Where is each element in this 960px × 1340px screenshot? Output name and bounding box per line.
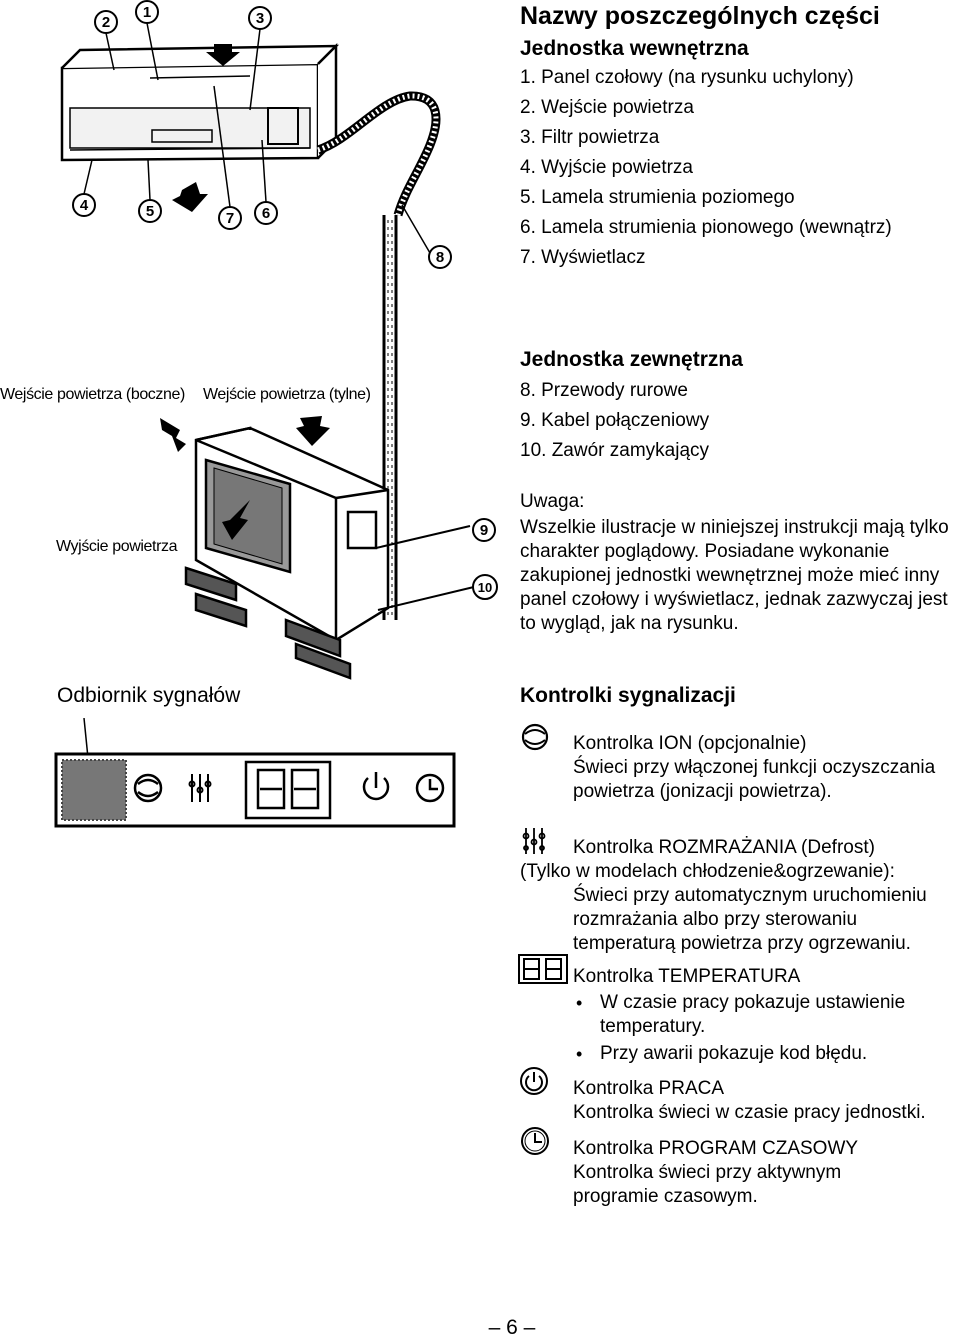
indoor-item-3: 3. Filtr powietrza [520, 127, 660, 148]
arrow-air-in-back [296, 416, 330, 446]
svg-text:9: 9 [480, 522, 488, 539]
note-label: Uwaga: [520, 491, 585, 512]
arrow-air-in-side [160, 418, 186, 452]
panel-ion-icon [133, 773, 163, 803]
temperature-bullet-1: •W czasie pracy pokazuje ustawienie temp… [576, 992, 906, 1037]
power-indicator: Kontrolka PRACA Kontrolka świeci w czasi… [573, 1077, 960, 1125]
callout-leaders [83, 22, 431, 254]
svg-text:10: 10 [478, 580, 492, 595]
arrow-air-in-top [206, 44, 240, 66]
indoor-item-4: 4. Wyjście powietrza [520, 157, 693, 178]
svg-text:5: 5 [146, 203, 154, 220]
outdoor-parts-list: 8. Przewody rurowe 9. Kabel połączeniowy… [520, 376, 950, 466]
panel-clock-icon [415, 773, 445, 803]
svg-text:7: 7 [226, 210, 234, 227]
panel-power-icon [362, 772, 390, 801]
arrow-air-out-front [222, 500, 250, 540]
arrow-air-out-bottom [172, 182, 208, 212]
ion-icon [521, 723, 549, 751]
ion-title: Kontrolka ION (opcjonalnie) [573, 733, 807, 754]
callout-6: 6 [254, 201, 278, 225]
svg-text:8: 8 [436, 249, 444, 266]
timer-desc: Kontrolka świeci przy aktywnym programie… [573, 1162, 842, 1207]
label-receiver: Odbiornik sygnałów [57, 684, 241, 707]
callout-10: 10 [472, 574, 498, 600]
label-outlet: Wyjście powietrza [56, 538, 178, 555]
callout-8: 8 [428, 245, 452, 269]
temperature-bullets: •W czasie pracy pokazuje ustawienie temp… [576, 991, 950, 1066]
display-panel [54, 718, 456, 828]
svg-text:2: 2 [102, 14, 110, 31]
defrost-icon [522, 828, 546, 854]
indoor-item-1: 1. Panel czołowy (na rysunku uchylony) [520, 67, 854, 88]
indicators-heading: Kontrolki sygnalizacji [520, 684, 736, 707]
callout-2: 2 [94, 10, 118, 34]
clock-icon [521, 1127, 549, 1155]
callout-3: 3 [248, 6, 272, 30]
svg-text:4: 4 [80, 197, 89, 214]
page-title: Nazwy poszczególnych części [520, 2, 880, 30]
ion-indicator: Kontrolka ION (opcjonalnie) Świeci przy … [573, 732, 953, 804]
indoor-item-5: 5. Lamela strumienia poziomego [520, 187, 795, 208]
callout-7: 7 [218, 206, 242, 230]
indoor-item-6: 6. Lamela strumienia pionowego (wewnątrz… [520, 217, 892, 238]
outdoor-item-8: 8. Przewody rurowe [520, 380, 688, 401]
timer-indicator: Kontrolka PROGRAM CZASOWY Kontrolka świe… [573, 1137, 893, 1209]
page-number: – 6 – [488, 1316, 536, 1339]
svg-text:6: 6 [262, 205, 270, 222]
outdoor-unit-drawing [184, 426, 479, 680]
panel-defrost-icon [188, 774, 212, 802]
outdoor-item-9: 9. Kabel połączeniowy [520, 410, 710, 431]
callout-4: 4 [72, 193, 96, 217]
power-title: Kontrolka PRACA [573, 1078, 725, 1099]
indoor-parts-list: 1. Panel czołowy (na rysunku uchylony) 2… [520, 63, 950, 273]
panel-temperature-digits [244, 760, 332, 820]
indoor-item-7: 7. Wyświetlacz [520, 247, 646, 268]
temperature-bullet-2: •Przy awarii pokazuje kod błędu. [576, 1043, 868, 1064]
indoor-unit-drawing [60, 42, 340, 162]
note-text: Wszelkie ilustracje w niniejszej instruk… [520, 517, 949, 634]
note: Uwaga: Wszelkie ilustracje w niniejszej … [520, 490, 950, 636]
timer-title: Kontrolka PROGRAM CZASOWY [573, 1138, 859, 1159]
units-diagram: 1 2 3 4 5 6 7 8 9 10 [60, 0, 498, 680]
outdoor-heading: Jednostka zewnętrzna [520, 348, 743, 371]
ion-desc: Świeci przy włączonej funkcji oczyszczan… [573, 757, 936, 802]
callout-5: 5 [138, 199, 162, 223]
defrost-title: Kontrolka ROZMRAŻANIA (Defrost) [573, 837, 875, 858]
temperature-title: Kontrolka TEMPERATURA [573, 966, 801, 987]
svg-text:3: 3 [256, 10, 264, 27]
defrost-subtitle: (Tylko w modelach chłodzenie&ogrzewanie)… [520, 861, 895, 882]
outdoor-item-10: 10. Zawór zamykający [520, 440, 710, 461]
label-inlet-back: Wejście powietrza (tylne) [203, 386, 371, 403]
power-desc: Kontrolka świeci w czasie pracy jednostk… [573, 1102, 926, 1123]
seven-segment-icon [518, 954, 568, 984]
indoor-item-2: 2. Wejście powietrza [520, 97, 694, 118]
indoor-heading: Jednostka wewnętrzna [520, 37, 749, 60]
callout-1: 1 [135, 0, 159, 24]
label-inlet-side: Wejście powietrza (boczne) [0, 386, 185, 403]
defrost-desc: Świeci przy automatycznym uruchomieniu r… [573, 885, 927, 954]
power-icon [520, 1067, 548, 1095]
callout-9: 9 [472, 518, 496, 542]
svg-text:1: 1 [143, 4, 151, 21]
